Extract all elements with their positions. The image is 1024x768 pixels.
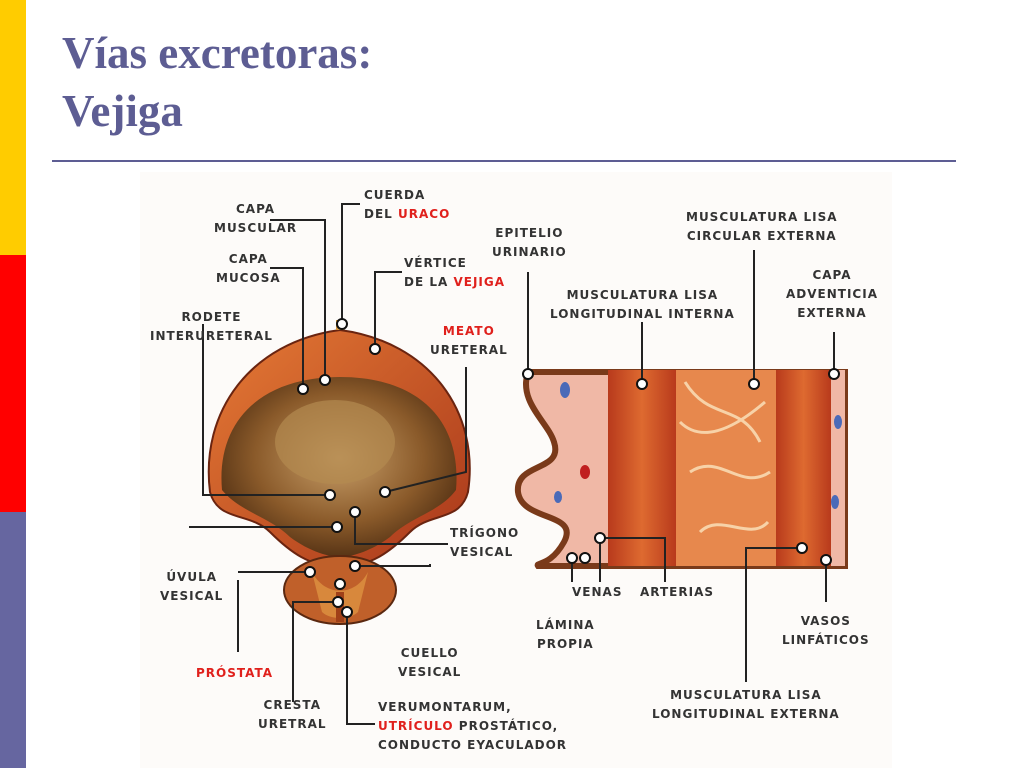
label-verumontarum: VERUMONTARUM, UTRÍCULO PROSTÁTICO, CONDU… (378, 700, 568, 752)
title-divider (52, 160, 956, 162)
leader-lines (189, 203, 835, 725)
wall-cross-section (514, 369, 848, 569)
title-line-2: Vejiga (62, 86, 183, 136)
accent-bar-blue (0, 512, 26, 768)
label-cuerda-uraco: CUERDA DEL URACO (364, 188, 451, 221)
title-line-1: Vías excretoras: (62, 28, 373, 78)
callout-markers (297, 318, 840, 618)
label-arterias: ARTERIAS (640, 585, 715, 599)
slide-title: Vías excretoras: Vejiga (62, 24, 372, 140)
accent-bar-yellow (0, 0, 26, 255)
label-prostata: PRÓSTATA (196, 666, 274, 680)
label-vertice-vejiga: VÉRTICE DE LA VEJIGA (404, 256, 506, 289)
anatomy-drawing (189, 203, 848, 725)
label-venas: VENAS (572, 585, 623, 599)
accent-bar-red (0, 255, 26, 512)
